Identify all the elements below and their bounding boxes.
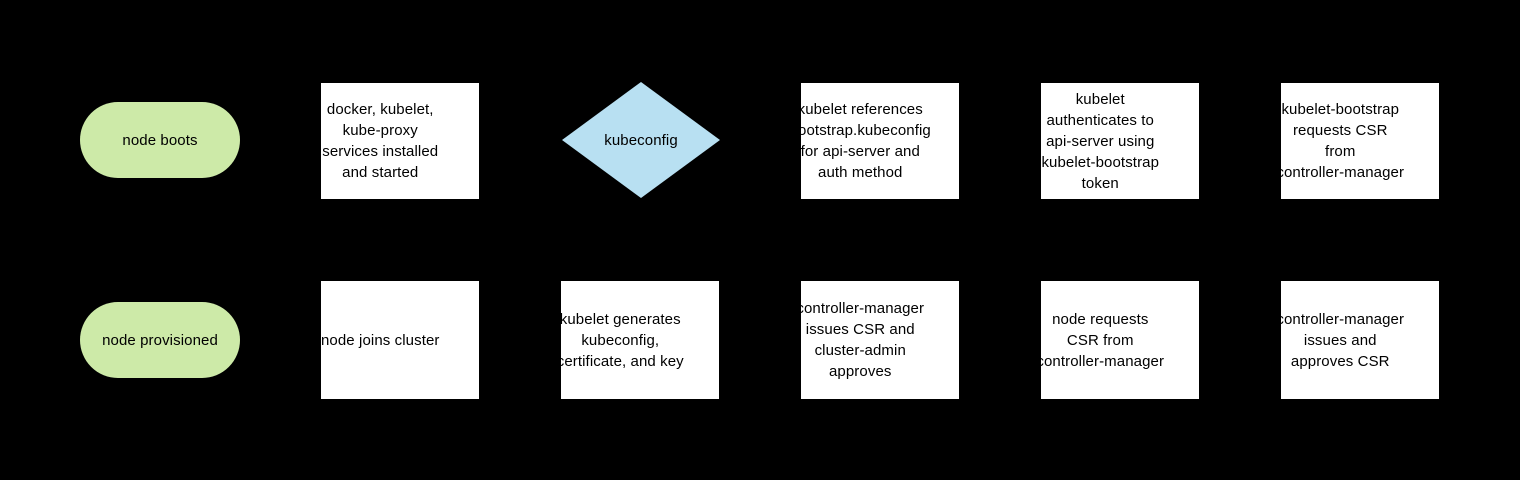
flow-node-label: kubelet-bootstrap requests CSR from cont… — [1276, 101, 1405, 181]
flow-node-kubelet-bootstrap-requests-csr[interactable]: kubelet-bootstrap requests CSR from cont… — [1276, 83, 1439, 199]
flow-node-controller-manager-issues-csr[interactable]: controller-manager issues CSR and cluste… — [796, 281, 959, 399]
flow-node-label: node requests CSR from controller-manage… — [1036, 310, 1165, 370]
flow-node-kubelet-generates[interactable]: kubelet generates kubeconfig, certificat… — [557, 281, 719, 399]
flow-node-kubelet-authenticates[interactable]: kubelet authenticates to api-server usin… — [1041, 83, 1199, 199]
flow-node-label: kubeconfig — [604, 131, 678, 149]
flow-node-controller-manager-issues-approves[interactable]: controller-manager issues and approves C… — [1276, 281, 1439, 399]
flow-node-node-joins-cluster[interactable]: node joins cluster — [321, 281, 479, 399]
flow-node-label: node joins cluster — [320, 331, 440, 349]
flow-node-kubelet-references-bootstrap[interactable]: kubelet references bootstrap.kubeconfig … — [790, 83, 959, 199]
flow-node-label: node provisioned — [102, 331, 218, 349]
flow-node-label: controller-manager issues CSR and cluste… — [796, 300, 925, 380]
flow-node-node-requests-csr[interactable]: node requests CSR from controller-manage… — [1036, 281, 1199, 399]
flow-node-node-provisioned[interactable]: node provisioned — [80, 302, 240, 378]
flow-node-label: docker, kubelet, kube-proxy services ins… — [322, 101, 439, 181]
flow-node-kubeconfig[interactable]: kubeconfig — [562, 82, 720, 198]
flow-node-node-boots[interactable]: node boots — [80, 102, 240, 178]
flow-node-label: kubelet generates kubeconfig, certificat… — [556, 310, 684, 370]
flow-node-label: kubelet authenticates to api-server usin… — [1041, 90, 1160, 192]
flow-node-services-installed[interactable]: docker, kubelet, kube-proxy services ins… — [321, 83, 479, 199]
flow-node-label: controller-manager issues and approves C… — [1276, 310, 1405, 370]
flow-node-label: node boots — [122, 131, 198, 149]
flow-node-label: kubelet references bootstrap.kubeconfig … — [789, 101, 931, 181]
